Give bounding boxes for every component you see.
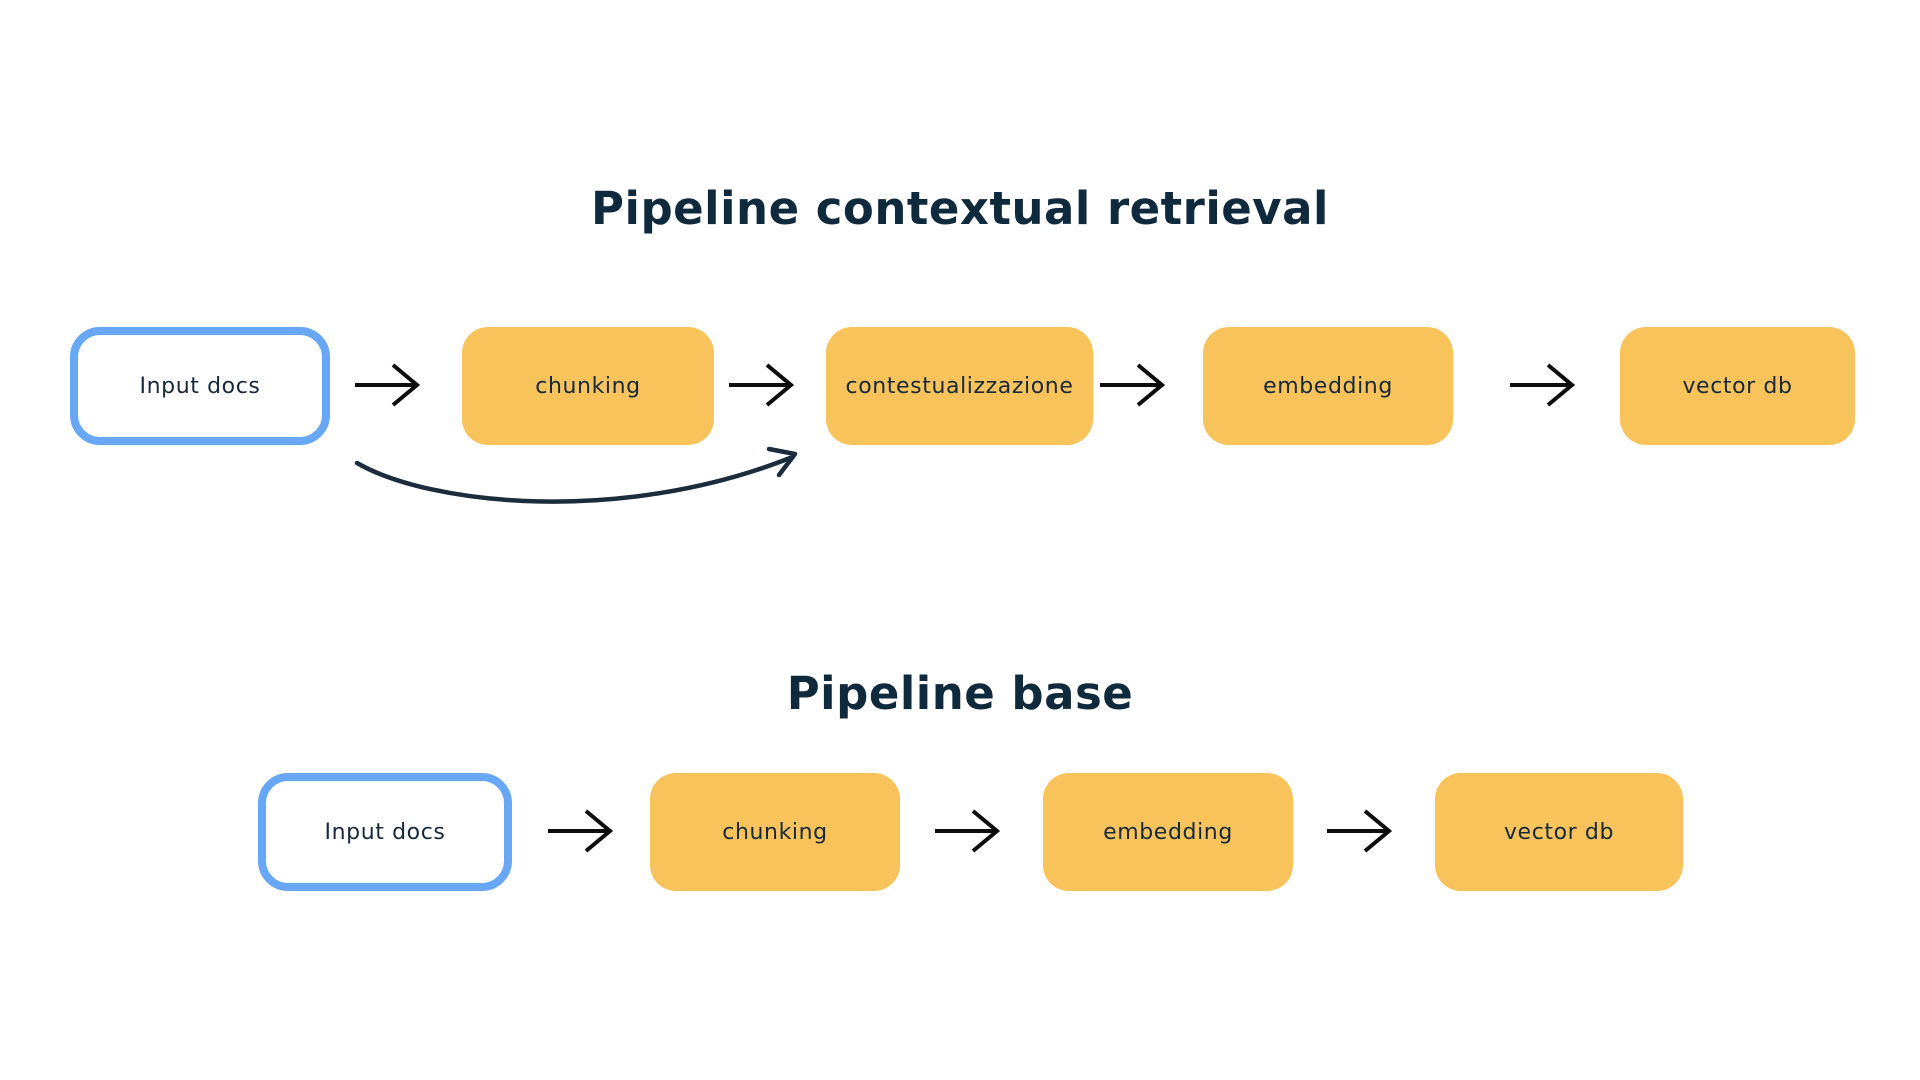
node-label: vector db — [1503, 819, 1615, 845]
curved-bypass-arrow-icon — [354, 446, 798, 504]
arrow-right-icon — [935, 809, 1001, 853]
node-label: chunking — [722, 819, 828, 845]
arrow-right-icon — [1100, 363, 1166, 407]
arrow-right-icon — [1327, 809, 1393, 853]
node-embedding: embedding — [1043, 773, 1293, 891]
node-contestualizzazione: contestualizzazione — [826, 327, 1093, 445]
node-embedding: embedding — [1203, 327, 1453, 445]
node-chunking: chunking — [650, 773, 900, 891]
node-label: embedding — [1263, 373, 1393, 399]
node-label: Input docs — [324, 819, 446, 845]
node-vector-db: vector db — [1435, 773, 1683, 891]
node-label: embedding — [1103, 819, 1233, 845]
node-label: vector db — [1682, 373, 1793, 399]
pipeline-base-title: Pipeline base — [786, 667, 1134, 720]
node-vector-db: vector db — [1620, 327, 1855, 445]
node-input-docs: Input docs — [258, 773, 512, 891]
node-label: Input docs — [139, 373, 261, 399]
node-label: chunking — [535, 373, 641, 399]
arrow-right-icon — [548, 809, 614, 853]
node-input-docs: Input docs — [70, 327, 330, 445]
arrow-right-icon — [729, 363, 795, 407]
arrow-right-icon — [355, 363, 421, 407]
arrow-right-icon — [1510, 363, 1576, 407]
node-chunking: chunking — [462, 327, 714, 445]
node-label: contestualizzazione — [845, 373, 1074, 399]
pipeline-contextual-title: Pipeline contextual retrieval — [591, 182, 1329, 235]
